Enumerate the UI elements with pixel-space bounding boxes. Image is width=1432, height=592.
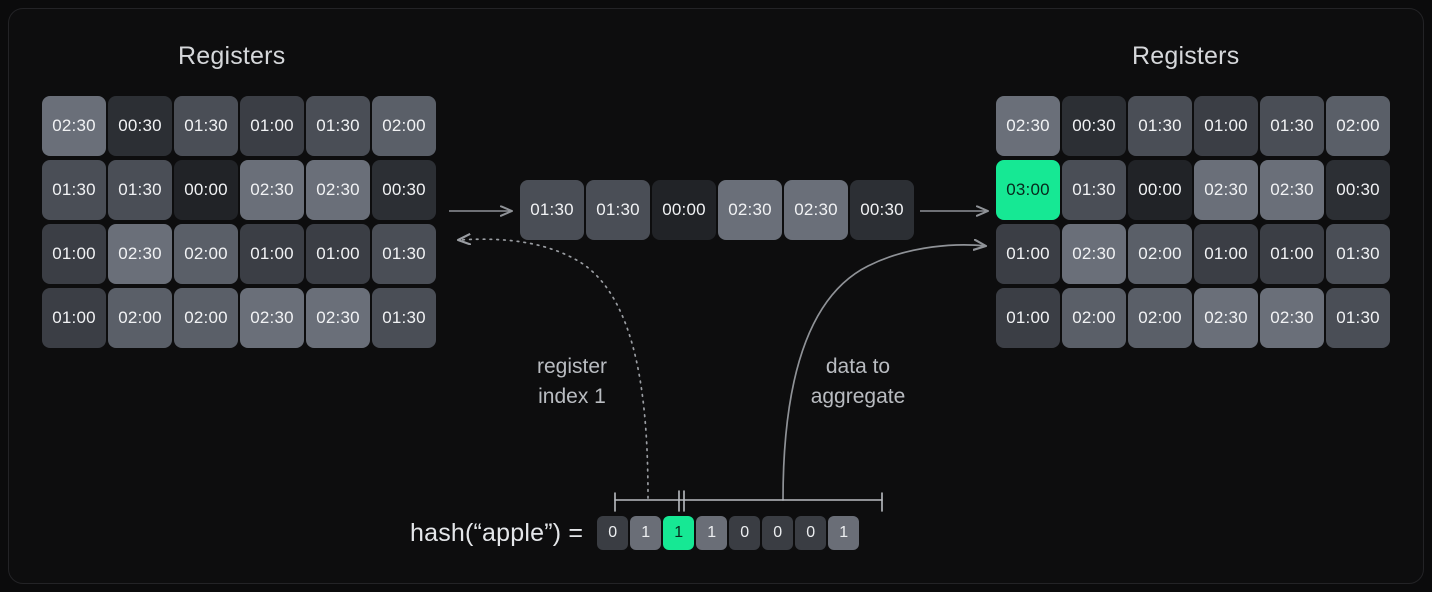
register-tile: 02:00 [1128, 224, 1192, 284]
register-tile: 03:00 [996, 160, 1060, 220]
hash-bit: 0 [795, 516, 827, 550]
register-tile: 02:30 [1260, 160, 1324, 220]
selected-register-tile: 00:30 [850, 180, 914, 240]
register-tile: 01:00 [1260, 224, 1324, 284]
register-tile: 00:30 [108, 96, 172, 156]
register-tile: 01:30 [372, 288, 436, 348]
register-tile: 02:00 [372, 96, 436, 156]
selected-register-tile: 02:30 [718, 180, 782, 240]
hash-bit: 1 [828, 516, 860, 550]
register-tile: 02:00 [1128, 288, 1192, 348]
register-tile: 01:30 [1260, 96, 1324, 156]
callout-register-index: register index 1 [536, 355, 608, 408]
register-tile: 02:30 [306, 288, 370, 348]
register-tile: 01:30 [1128, 96, 1192, 156]
register-tile: 02:30 [1194, 160, 1258, 220]
register-tile: 01:30 [1326, 224, 1390, 284]
register-tile: 02:30 [1062, 224, 1126, 284]
register-tile: 01:00 [996, 288, 1060, 348]
hash-bit: 1 [696, 516, 728, 550]
selected-register-tile: 00:00 [652, 180, 716, 240]
register-tile: 01:30 [42, 160, 106, 220]
register-tile: 02:30 [1260, 288, 1324, 348]
hash-bit: 0 [729, 516, 761, 550]
register-tile: 01:00 [42, 224, 106, 284]
register-tile: 01:00 [240, 96, 304, 156]
register-tile: 01:00 [42, 288, 106, 348]
register-tile: 00:30 [1326, 160, 1390, 220]
register-tile: 01:00 [996, 224, 1060, 284]
register-tile: 01:00 [306, 224, 370, 284]
register-tile: 02:30 [108, 224, 172, 284]
callout-data-to-aggregate: data to aggregate [810, 355, 906, 408]
register-tile: 02:30 [240, 288, 304, 348]
register-tile: 02:00 [1326, 96, 1390, 156]
register-tile: 02:00 [174, 224, 238, 284]
register-tile: 02:30 [996, 96, 1060, 156]
register-tile: 02:00 [108, 288, 172, 348]
register-tile: 02:30 [240, 160, 304, 220]
register-tile: 01:30 [372, 224, 436, 284]
register-tile: 01:30 [108, 160, 172, 220]
register-tile: 02:30 [42, 96, 106, 156]
selected-register-tile: 01:30 [520, 180, 584, 240]
hash-label: hash(“apple”) = [410, 518, 584, 547]
register-tile: 01:30 [306, 96, 370, 156]
panel-title-left: Registers [178, 42, 286, 70]
register-tile: 02:30 [306, 160, 370, 220]
selected-register-tile: 01:30 [586, 180, 650, 240]
register-tile: 02:00 [174, 288, 238, 348]
register-tile: 01:00 [240, 224, 304, 284]
register-tile: 00:00 [174, 160, 238, 220]
register-tile: 01:00 [1194, 224, 1258, 284]
hash-bit: 0 [597, 516, 629, 550]
register-tile: 01:30 [174, 96, 238, 156]
register-tile: 01:30 [1062, 160, 1126, 220]
register-tile: 01:30 [1326, 288, 1390, 348]
register-tile: 02:00 [1062, 288, 1126, 348]
hash-bit: 1 [630, 516, 662, 550]
register-tile: 01:00 [1194, 96, 1258, 156]
register-tile: 02:30 [1194, 288, 1258, 348]
panel-title-right: Registers [1132, 42, 1240, 70]
hash-bit: 1 [663, 516, 695, 550]
hash-bit: 0 [762, 516, 794, 550]
selected-register-tile: 02:30 [784, 180, 848, 240]
register-tile: 00:30 [372, 160, 436, 220]
register-tile: 00:30 [1062, 96, 1126, 156]
register-tile: 00:00 [1128, 160, 1192, 220]
